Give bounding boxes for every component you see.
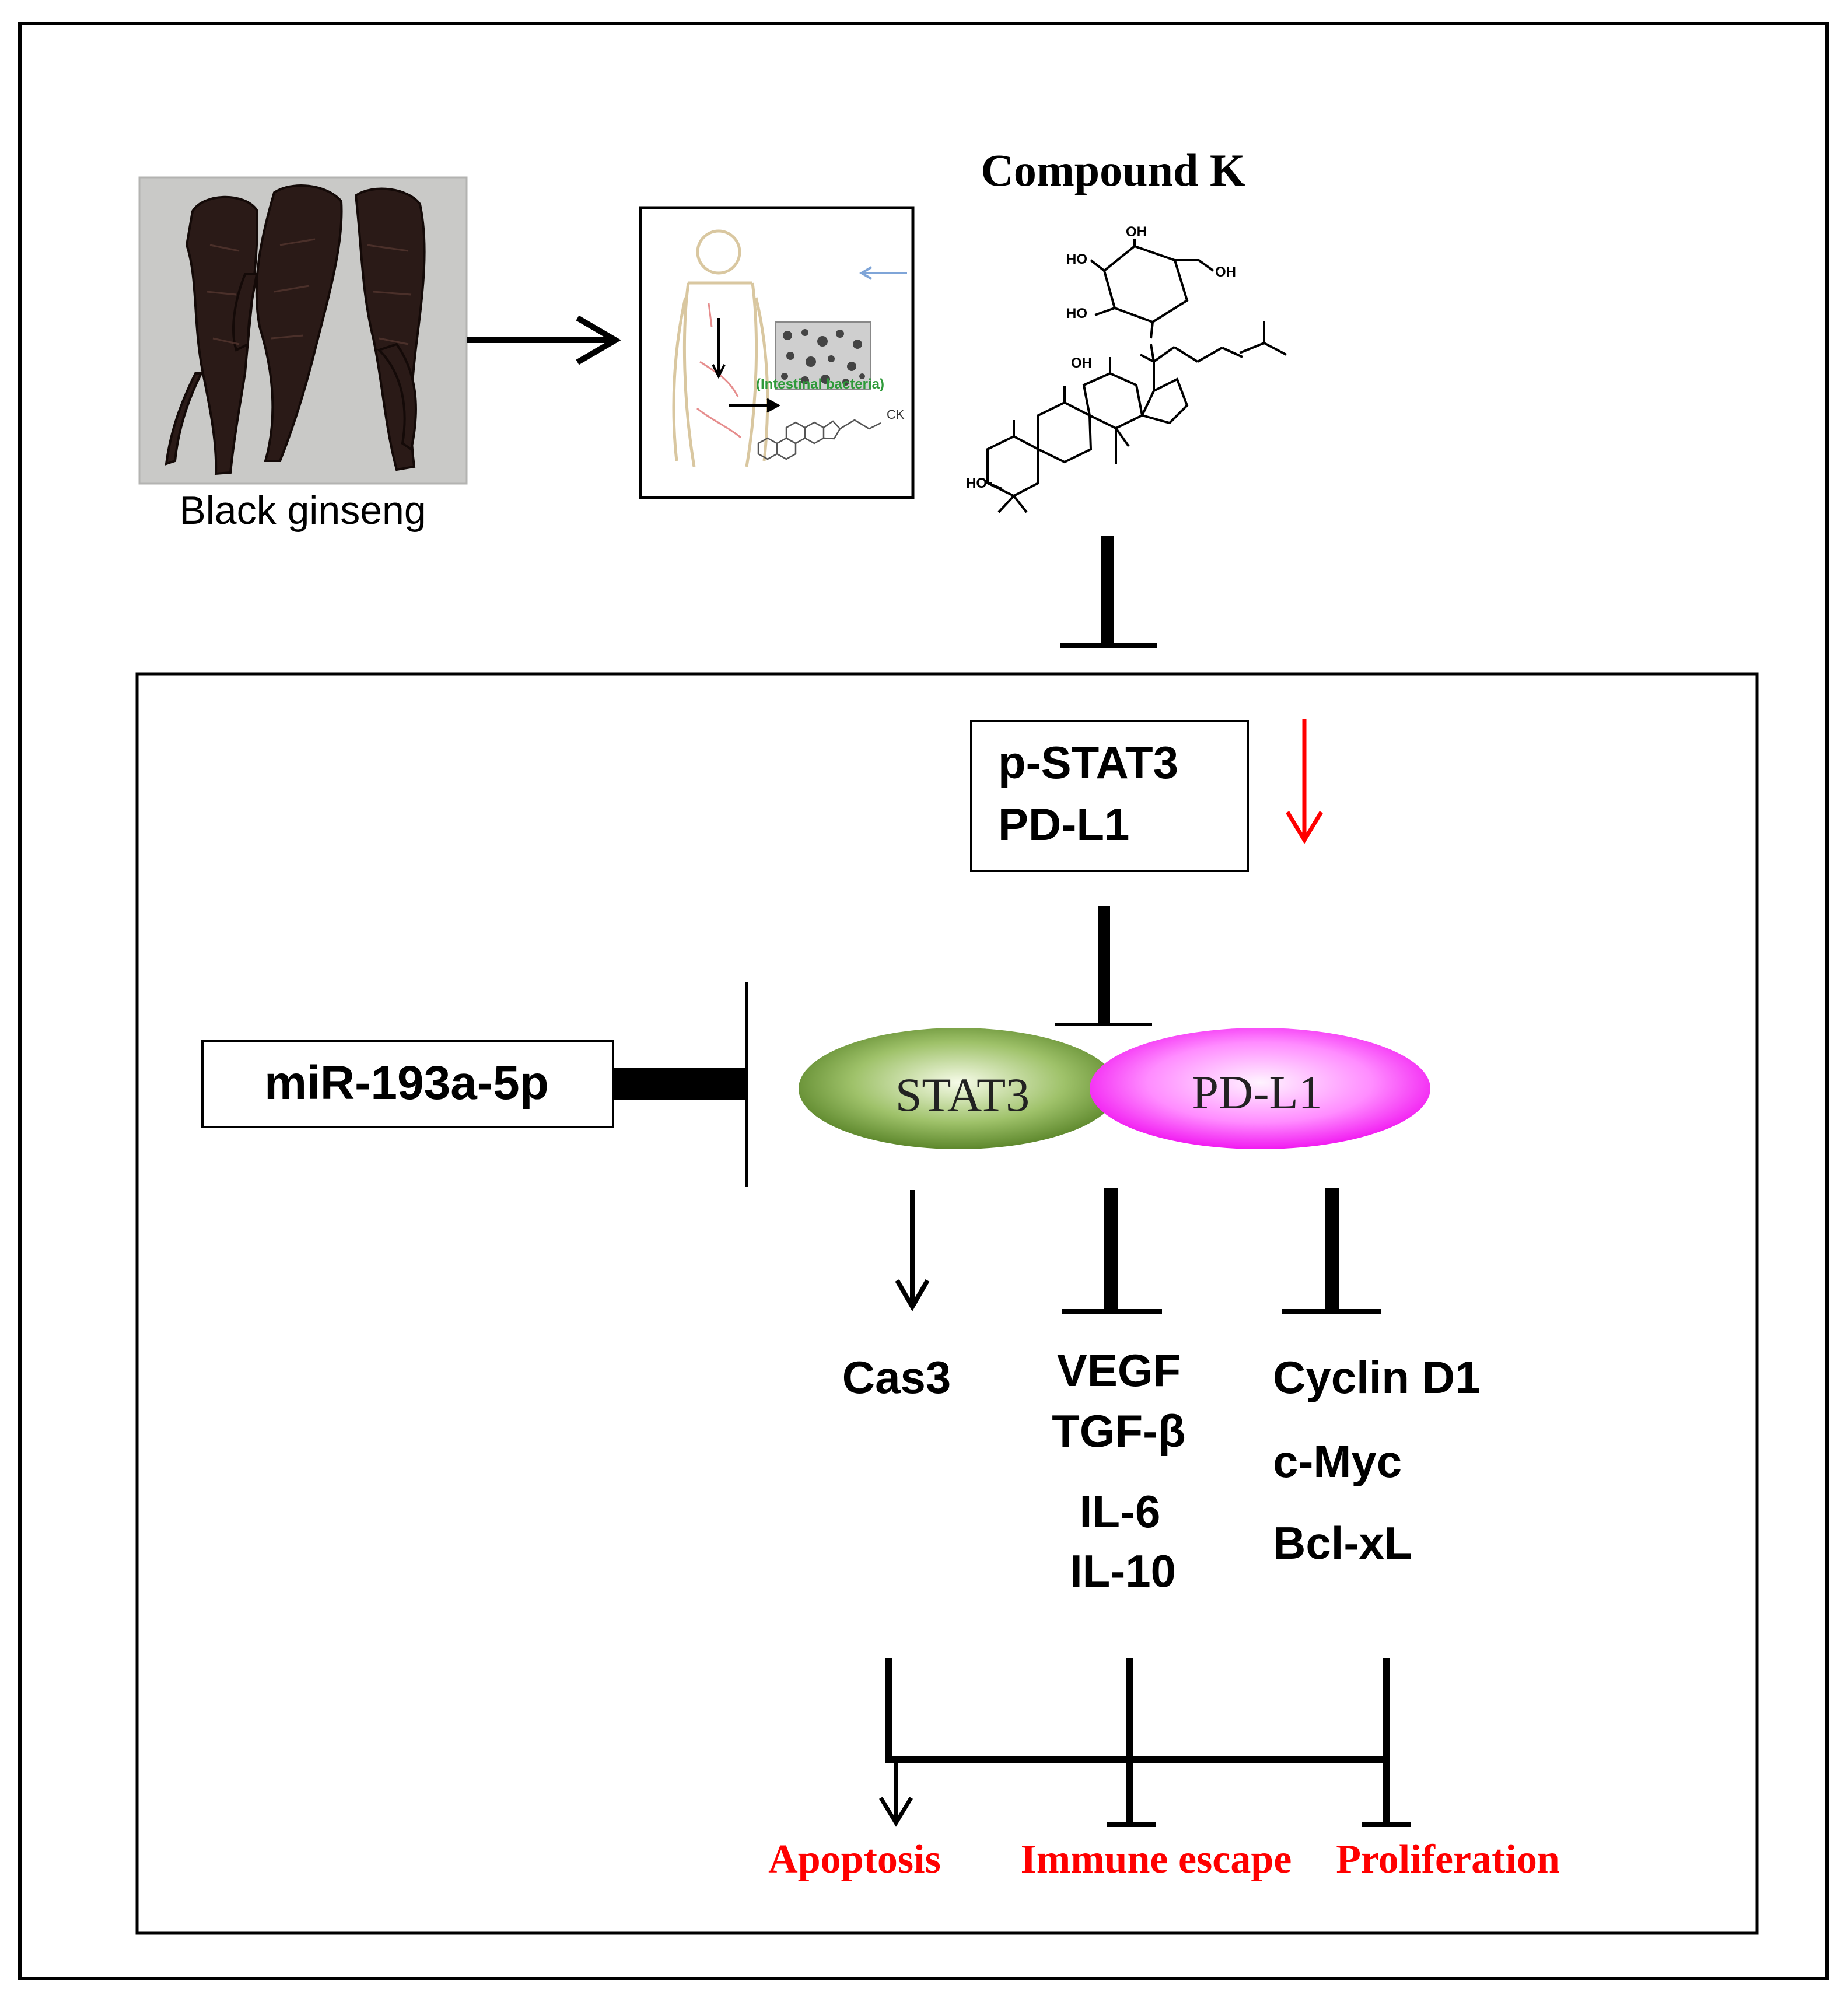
- compound-k-structure: [986, 239, 1287, 513]
- target-bcl-xl: Bcl-xL: [1273, 1517, 1412, 1569]
- target-cyclin-d1: Cyclin D1: [1273, 1352, 1480, 1403]
- pathway-panel: [135, 672, 1759, 1935]
- red-decrease-arrowhead: [1286, 811, 1323, 844]
- intestinal-metabolism-panel: [639, 206, 915, 499]
- compound-k-title: Compound K: [981, 145, 1245, 195]
- atom-ho-left-1: HO: [1066, 251, 1087, 267]
- target-il6: IL-6: [1080, 1486, 1161, 1537]
- atom-oh-right: OH: [1215, 264, 1236, 280]
- target-vegf: VEGF: [1057, 1345, 1181, 1396]
- atom-oh-top: OH: [1126, 224, 1147, 240]
- atom-ho-bottom: HO: [966, 475, 987, 491]
- immune-targets: VEGF TGF-β IL-6 IL-10: [1052, 1345, 1186, 1597]
- mirna-label: miR-193a-5p: [264, 1056, 549, 1110]
- outcome-proliferation: Proliferation: [1336, 1837, 1560, 1882]
- outcome-apoptosis: Apoptosis: [768, 1837, 941, 1882]
- outcome-immune-escape: Immune escape: [1021, 1837, 1292, 1882]
- cas3-label: Cas3: [842, 1352, 951, 1403]
- pstat3-pdl1-box: [970, 720, 1249, 872]
- arrowhead-ginseng-to-gut: [576, 315, 621, 365]
- pstat3-label: p-STAT3: [998, 737, 1178, 788]
- target-tgfb: TGF-β: [1052, 1405, 1186, 1457]
- atom-oh-ring: OH: [1071, 355, 1092, 371]
- target-c-myc: c-Myc: [1273, 1436, 1402, 1487]
- target-il10: IL-10: [1070, 1545, 1176, 1597]
- intestinal-bacteria-label: (Intestinal bacteria): [756, 376, 884, 392]
- stat3-ellipse: [799, 1028, 1118, 1149]
- atom-ho-left-2: HO: [1066, 306, 1087, 321]
- black-ginseng-label: Black ginseng: [179, 488, 426, 533]
- outcome-connector: [879, 1658, 1411, 1827]
- outer-frame: [18, 22, 1829, 1980]
- arrowhead-to-cas3: [895, 1279, 930, 1311]
- proliferation-targets: Cyclin D1 c-Myc Bcl-xL: [1273, 1352, 1480, 1569]
- pdl1-label: PD-L1: [1192, 1066, 1322, 1119]
- pdl1-box-label: PD-L1: [998, 799, 1129, 850]
- compound-k-atom-labels: OH HO HO OH OH HO: [966, 224, 1236, 491]
- stat3-label: STAT3: [895, 1068, 1030, 1121]
- ck-label: CK: [887, 407, 905, 422]
- mirna-box: [201, 1040, 614, 1128]
- pdl1-ellipse: [1090, 1028, 1430, 1149]
- black-ginseng-photo: [138, 176, 468, 485]
- arrowhead-to-apoptosis: [879, 1797, 913, 1827]
